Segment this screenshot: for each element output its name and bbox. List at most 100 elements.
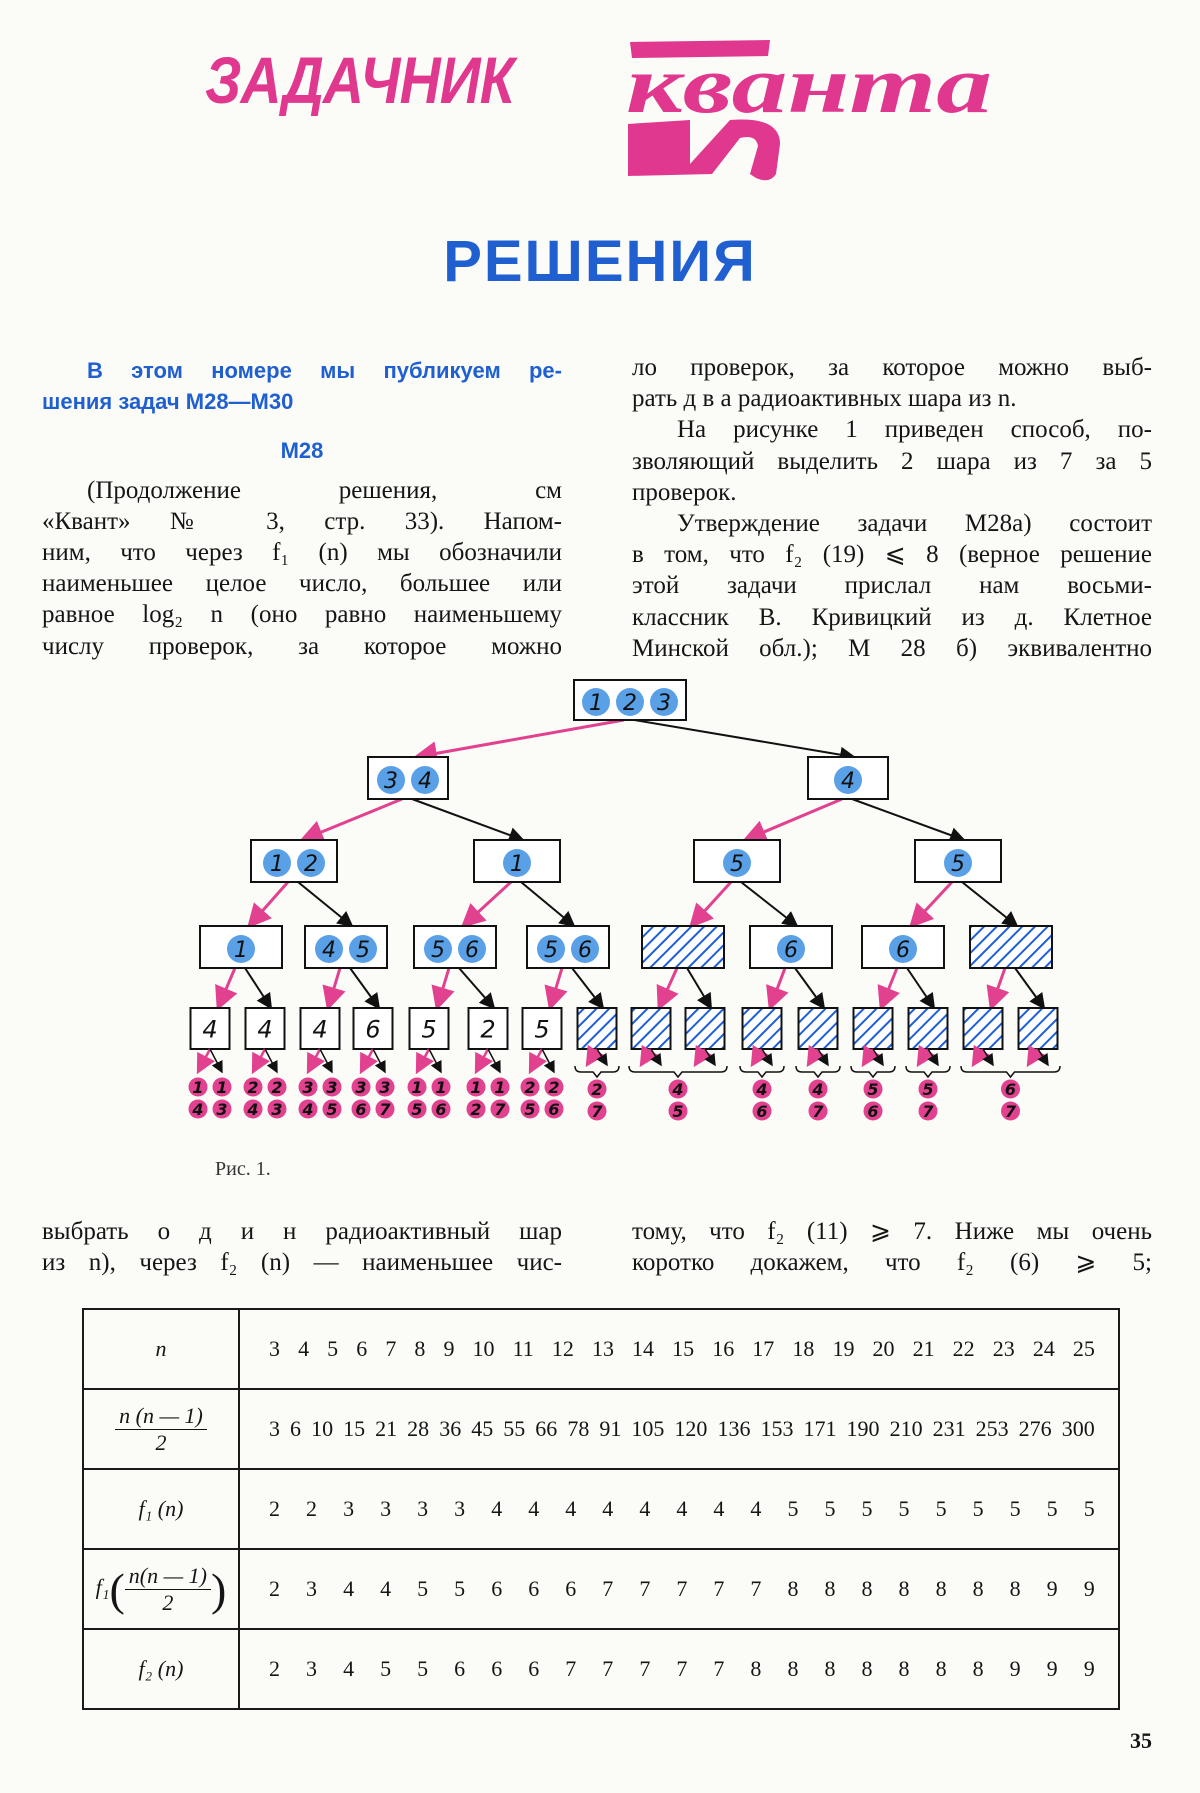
table-cell: 15	[343, 1416, 366, 1441]
black-edge-arrow	[297, 881, 354, 928]
intro-line: шения задач М28—М30	[42, 389, 294, 415]
ball-number: 5	[326, 1100, 337, 1119]
figure-caption: Рис. 1.	[215, 1158, 271, 1180]
pink-edge-arrow	[460, 880, 513, 929]
table-cell: 24	[1032, 1336, 1055, 1361]
box-outline	[408, 1007, 450, 1050]
table-cell: 300	[1061, 1416, 1095, 1441]
table-cell: 45	[471, 1416, 494, 1441]
table-cell: 8	[787, 1576, 799, 1601]
pink-edge-arrow	[413, 718, 625, 766]
body-line: Утверждение задачи М28а) состоит	[677, 509, 1152, 537]
hatched-box	[1017, 1007, 1059, 1050]
table-cell: 66	[535, 1416, 558, 1441]
ball-number: 5	[951, 852, 965, 877]
table-cell: 12	[551, 1336, 574, 1361]
box-outline	[852, 1007, 894, 1050]
table-cell: 9	[1083, 1656, 1095, 1681]
bracket	[905, 1065, 951, 1079]
ball-icon	[424, 935, 452, 963]
table-cell: 8	[787, 1656, 799, 1681]
table-cell: 2	[269, 1656, 280, 1681]
left-column: В этом номере мы публикуем ре- шения зад…	[42, 355, 562, 662]
fraction-denominator: 2	[162, 1589, 174, 1615]
black-edge-arrow	[520, 881, 576, 928]
table-cell: 5	[380, 1656, 392, 1681]
hatched-box	[576, 1007, 618, 1050]
table-cell: 8	[898, 1576, 910, 1601]
black-edge-arrow	[633, 719, 856, 763]
bracket	[795, 1065, 841, 1079]
table-cell: 4	[750, 1496, 762, 1521]
row-label-f2: f₂ (n)	[82, 1628, 240, 1710]
box-outline	[244, 1007, 286, 1050]
table-cell: 8	[861, 1576, 873, 1601]
result-arrow	[927, 1048, 939, 1067]
table-cell: 8	[972, 1576, 984, 1601]
table-cell: 15	[672, 1336, 695, 1361]
hatched-box	[630, 1007, 672, 1050]
radioactive-ball-icon	[212, 1077, 232, 1097]
row-label-f1-pairs: f₁(n(n — 1)2)	[82, 1548, 240, 1630]
box-number: 5	[534, 1016, 549, 1044]
table-cell: 19	[832, 1336, 855, 1361]
ball-number: 5	[356, 938, 370, 963]
ball-number: 6	[784, 938, 798, 963]
bracket	[628, 1065, 728, 1079]
black-edge-arrow	[411, 798, 525, 843]
table-cell: 8	[861, 1656, 873, 1681]
black-edge-arrow	[686, 967, 713, 1010]
hatched-box	[962, 1007, 1004, 1050]
table-cell: 171	[803, 1416, 837, 1441]
table-cell: 8	[898, 1656, 910, 1681]
weighing-box: 5	[914, 839, 1002, 883]
table-cell: 8	[935, 1656, 947, 1681]
table-cell: 9	[1046, 1656, 1058, 1681]
radioactive-ball-icon	[267, 1077, 287, 1097]
result-arrow	[1026, 1044, 1046, 1068]
ball-number: 6	[867, 1102, 878, 1121]
table-cell: 17	[752, 1336, 775, 1361]
f1-symbol: f₁	[95, 1574, 110, 1600]
table-cell: 190	[846, 1416, 880, 1441]
table-cell: 28	[407, 1416, 430, 1441]
ball-number: 2	[271, 1078, 282, 1097]
result-arrow	[916, 1044, 936, 1068]
ball-icon	[458, 935, 486, 963]
ball-icon	[777, 935, 805, 963]
ball-number: 2	[304, 852, 318, 877]
table-cell: 5	[454, 1576, 466, 1601]
box-outline	[576, 1007, 618, 1050]
table-cell: 6	[356, 1336, 368, 1361]
row-label-f1: f₁ (n)	[82, 1468, 240, 1550]
table-cell: 4	[380, 1576, 392, 1601]
ball-icon	[227, 935, 255, 963]
radioactive-ball-icon	[407, 1099, 427, 1119]
table-cell: 55	[503, 1416, 526, 1441]
ball-number: 2	[548, 1078, 559, 1097]
result-group: 46	[739, 1044, 785, 1121]
body-line: этой задачи прислал нам восьми-	[632, 572, 1152, 600]
radioactive-ball-icon	[587, 1101, 607, 1121]
table-cell: 7	[676, 1576, 688, 1601]
hatched-box	[641, 925, 725, 969]
table-cell: 8	[972, 1656, 984, 1681]
table-cell: 9	[443, 1336, 455, 1361]
table-cell: 6	[565, 1576, 577, 1601]
ball-number: 6	[355, 1100, 366, 1119]
pink-edge-arrow	[299, 797, 403, 844]
ball-number: 3	[355, 1078, 366, 1097]
result-group: 57	[905, 1044, 951, 1121]
hatched-box	[741, 1007, 783, 1050]
ball-number: 6	[435, 1100, 446, 1119]
table-cell: 78	[567, 1416, 590, 1441]
intro-line: В этом номере мы публикуем ре-	[87, 358, 562, 383]
black-edge-arrow	[349, 967, 381, 1010]
box-outline	[741, 1007, 783, 1050]
radioactive-ball-icon	[863, 1079, 883, 1099]
